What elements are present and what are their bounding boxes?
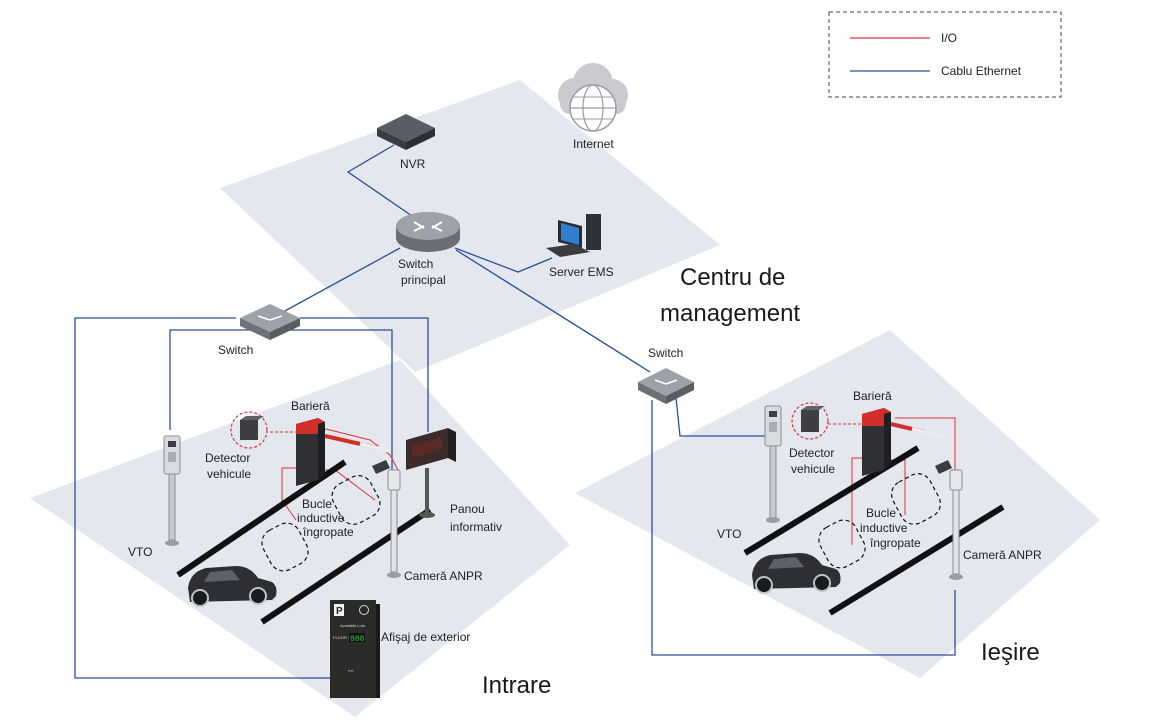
- exit-detector-label-1: Detector: [789, 446, 834, 460]
- entrance-loops-label-3: îngropate: [302, 525, 354, 539]
- management-title-2: management: [660, 300, 800, 327]
- exit-inductive-loops: [818, 473, 942, 569]
- exit-anpr-camera-icon: [935, 460, 963, 580]
- management-zone-plane: [220, 80, 720, 372]
- main-switch-label-2: principal: [401, 273, 446, 287]
- display-available-text: Available Lots: [340, 623, 365, 628]
- entrance-loops-label-2: inductive: [297, 511, 345, 525]
- management-title-1: Centru de: [680, 264, 785, 291]
- entrance-vto-label: VTO: [128, 545, 152, 559]
- entrance-car-icon: [188, 566, 277, 607]
- display-p-glyph: P: [336, 606, 343, 617]
- main-switch-label-1: Switch: [398, 257, 433, 271]
- exit-vehicle-detector-icon: [791, 402, 829, 440]
- exit-zone-plane: [575, 330, 1100, 678]
- exit-lane-line-2: [828, 504, 1005, 616]
- exit-vto-label: VTO: [717, 527, 741, 541]
- entrance-barrier-icon: [296, 418, 391, 486]
- entrance-detector-label-1: Detector: [205, 451, 250, 465]
- internet-label: Internet: [573, 137, 614, 151]
- display-count-text: 888: [350, 635, 365, 644]
- exit-car-icon: [752, 553, 841, 594]
- nvr-label: NVR: [400, 157, 426, 171]
- entrance-loops-label-1: Bucle: [302, 497, 332, 511]
- exit-detector-label-2: vehicule: [791, 462, 835, 476]
- entrance-zone-plane: [30, 360, 570, 717]
- entrance-detector-label-2: vehicule: [207, 467, 251, 481]
- entrance-lane-line-2: [260, 507, 432, 625]
- entrance-lane-line-1: [176, 459, 347, 578]
- exit-loops-label-3: îngropate: [869, 536, 921, 550]
- entrance-anpr-camera-icon: [372, 460, 401, 578]
- exit-switch-icon: [638, 368, 694, 404]
- nvr-icon: [377, 114, 435, 150]
- exit-vto-icon: [764, 405, 782, 523]
- display-floor-text: FLOOR 1: [333, 635, 351, 640]
- exit-barrier-icon: [862, 408, 945, 476]
- entrance-camera-label: Cameră ANPR: [404, 569, 483, 583]
- entrance-inductive-loops: [261, 475, 381, 572]
- exit-loops-label-2: inductive: [860, 521, 908, 535]
- entrance-barrier-label: Barieră: [291, 399, 330, 413]
- legend-io-label: I/O: [941, 31, 957, 45]
- main-switch-icon: [396, 212, 460, 252]
- outdoor-display-label: Afişaj de exterior: [381, 630, 470, 644]
- entrance-vto-icon: [163, 435, 181, 546]
- server-ems-label: Server EMS: [549, 265, 614, 279]
- svg-text:▪▪▪▪: ▪▪▪▪: [348, 668, 354, 673]
- server-ems-icon: [546, 214, 601, 257]
- exit-switch-label: Switch: [648, 346, 683, 360]
- ethernet-cables: [74, 144, 956, 679]
- exit-barrier-label: Barieră: [853, 389, 892, 403]
- exit-camera-label: Cameră ANPR: [963, 548, 1042, 562]
- entrance-vehicle-detector-icon: [230, 411, 268, 449]
- internet-cloud-icon: [558, 63, 628, 132]
- exit-loops-label-1: Bucle: [866, 506, 896, 520]
- legend: I/O Cablu Ethernet: [828, 11, 1062, 98]
- legend-ethernet-label: Cablu Ethernet: [941, 64, 1022, 78]
- outdoor-display-icon: P Available Lots FLOOR 1 888 ▪▪▪▪: [330, 600, 380, 698]
- entrance-panel-label-1: Panou: [450, 502, 485, 516]
- entrance-panel-label-2: informativ: [450, 520, 502, 534]
- entrance-info-panel-icon: [406, 428, 456, 518]
- exit-title: Ieşire: [981, 639, 1040, 666]
- entrance-title: Intrare: [482, 672, 551, 699]
- entrance-switch-label: Switch: [218, 343, 253, 357]
- entrance-switch-icon: [240, 304, 300, 340]
